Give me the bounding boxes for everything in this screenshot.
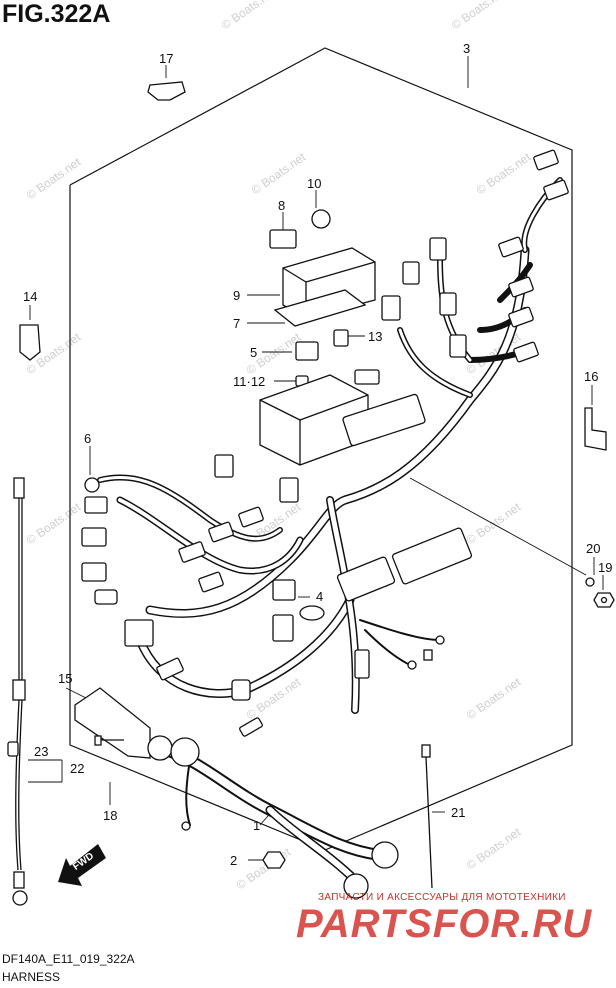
harness-connectors bbox=[81, 149, 569, 737]
relay-box bbox=[269, 209, 376, 387]
watermark-text: © Boats.net bbox=[234, 845, 294, 893]
leader-lines bbox=[28, 56, 604, 861]
watermark-text: © Boats.net bbox=[449, 0, 509, 32]
callout-11-12: 11·12 bbox=[233, 374, 265, 389]
watermark-text: © Boats.net bbox=[464, 500, 524, 548]
callout-14: 14 bbox=[23, 289, 37, 304]
callout-16: 16 bbox=[584, 369, 598, 384]
callout-8: 8 bbox=[278, 198, 285, 213]
part-name: HARNESS bbox=[2, 970, 61, 984]
misc-parts bbox=[19, 81, 615, 899]
callout-20: 20 bbox=[586, 541, 600, 556]
watermark-text: © Boats.net bbox=[474, 150, 534, 198]
watermark-text: © Boats.net bbox=[24, 155, 84, 203]
callout-1: 1 bbox=[253, 818, 260, 833]
harness-bundles bbox=[97, 177, 563, 885]
callout-5: 5 bbox=[250, 345, 257, 360]
diagram-code: DF140A_E11_019_322A bbox=[2, 952, 135, 966]
left-battery-cable bbox=[7, 477, 28, 906]
callout-23: 23 bbox=[34, 744, 48, 759]
callout-3: 3 bbox=[463, 41, 470, 56]
callout-22: 22 bbox=[70, 761, 84, 776]
brand-logo: PARTSFOR.RU bbox=[296, 902, 593, 946]
watermark-text: © Boats.net bbox=[249, 150, 309, 198]
watermark-text: © Boats.net bbox=[464, 675, 524, 723]
callout-18: 18 bbox=[103, 808, 117, 823]
fwd-arrow-icon: FWD bbox=[58, 844, 106, 886]
callout-9: 9 bbox=[233, 288, 240, 303]
callout-7: 7 bbox=[233, 316, 240, 331]
callout-19: 19 bbox=[598, 560, 612, 575]
watermark-text: © Boats.net bbox=[464, 825, 524, 873]
ecm-connectors bbox=[336, 527, 473, 602]
callout-numbers: 3 17 10 8 9 7 13 5 11·12 14 6 16 20 19 4… bbox=[23, 41, 612, 868]
callout-6: 6 bbox=[84, 431, 91, 446]
brand-tagline: ЗАПЧАСТИ И АКСЕССУАРЫ ДЛЯ МОТОТЕХНИКИ bbox=[318, 892, 566, 903]
junction-block bbox=[259, 374, 426, 466]
callout-2: 2 bbox=[230, 853, 237, 868]
watermark-text: © Boats.net bbox=[219, 0, 279, 32]
figure-title: FIG.322A bbox=[2, 0, 111, 28]
callout-4: 4 bbox=[316, 589, 323, 604]
callout-17: 17 bbox=[159, 51, 173, 66]
callout-10: 10 bbox=[307, 176, 321, 191]
assembly-box-outline bbox=[69, 47, 573, 851]
callout-21: 21 bbox=[451, 805, 465, 820]
callout-13: 13 bbox=[368, 329, 382, 344]
watermark-text: © Boats.net bbox=[24, 500, 84, 548]
callout-15: 15 bbox=[58, 671, 72, 686]
